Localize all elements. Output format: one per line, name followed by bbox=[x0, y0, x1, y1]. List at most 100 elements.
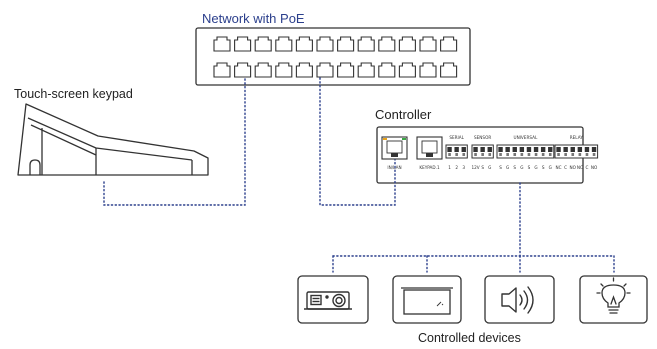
terminal-socket bbox=[585, 153, 589, 156]
terminal-socket bbox=[548, 153, 552, 156]
device-projector bbox=[297, 275, 369, 324]
terminal-screw bbox=[480, 147, 485, 152]
touch-screen-keypad-label: Touch-screen keypad bbox=[14, 87, 133, 101]
switch-ports bbox=[213, 36, 458, 78]
terminal-screw bbox=[498, 147, 503, 152]
switch-port bbox=[295, 62, 313, 78]
device-light-bulb bbox=[579, 275, 648, 324]
terminal-pin-label: NC bbox=[556, 165, 562, 170]
switch-port bbox=[316, 62, 334, 78]
keypad-port bbox=[416, 136, 443, 160]
switch-port bbox=[234, 62, 252, 78]
switch-port bbox=[357, 62, 375, 78]
terminal-screw bbox=[454, 147, 459, 152]
terminal-socket bbox=[481, 153, 484, 156]
controller-label: Controller bbox=[375, 107, 432, 122]
switch-port bbox=[254, 62, 272, 78]
terminal-socket bbox=[564, 153, 567, 156]
terminal-screw bbox=[533, 147, 539, 152]
speaker-icon bbox=[501, 286, 534, 314]
projection-screen-icon bbox=[401, 287, 453, 315]
terminal-screw bbox=[487, 147, 492, 152]
switch-port bbox=[357, 36, 375, 52]
terminal-screw bbox=[505, 147, 510, 152]
touch-screen-keypad bbox=[17, 103, 209, 176]
terminal-pin-label: 12V bbox=[471, 165, 479, 170]
switch-port bbox=[378, 36, 396, 52]
terminal-pin-label: S bbox=[513, 165, 516, 170]
terminal-socket bbox=[557, 153, 560, 156]
keypad-to-switch-line bbox=[103, 77, 246, 206]
in-lan-port bbox=[381, 136, 408, 160]
connection-lines bbox=[103, 77, 615, 273]
terminal-pin-label: S bbox=[499, 165, 502, 170]
switch-port bbox=[213, 62, 231, 78]
terminal-screw bbox=[591, 147, 597, 152]
network-switch bbox=[195, 27, 471, 86]
light-bulb-icon bbox=[596, 277, 631, 314]
terminal-screw bbox=[526, 147, 532, 152]
terminal-pin-label: NO bbox=[570, 165, 577, 170]
terminal-pin-label: S bbox=[528, 165, 531, 170]
switch-port bbox=[275, 62, 293, 78]
terminal-socket bbox=[520, 153, 524, 156]
terminal-socket bbox=[462, 153, 466, 156]
keypad-port-label: KEYPAD.1 bbox=[419, 165, 440, 170]
terminal-screw bbox=[570, 147, 575, 152]
terminal-screw bbox=[473, 147, 478, 152]
switch-to-controller-line bbox=[319, 77, 396, 206]
switch-port bbox=[213, 36, 231, 52]
terminal-socket bbox=[448, 153, 451, 156]
terminal-socket bbox=[571, 153, 575, 156]
terminal-socket bbox=[474, 153, 477, 156]
terminal-pin-label: G bbox=[520, 165, 523, 170]
terminal-socket bbox=[499, 153, 502, 156]
switch-port bbox=[316, 36, 334, 52]
terminal-group-title: SERIAL bbox=[449, 135, 464, 140]
terminal-pin-label: G bbox=[488, 165, 491, 170]
switch-port bbox=[398, 36, 416, 52]
switch-port bbox=[419, 62, 437, 78]
terminal-socket bbox=[541, 153, 545, 156]
terminal-pin-label: NO bbox=[591, 165, 598, 170]
terminal-socket bbox=[455, 153, 458, 156]
device-speaker bbox=[484, 275, 555, 324]
terminal-socket bbox=[506, 153, 509, 156]
terminal-socket bbox=[527, 153, 531, 156]
terminal-block bbox=[496, 144, 555, 159]
terminal-screw bbox=[519, 147, 525, 152]
terminal-pin-label: S bbox=[481, 165, 484, 170]
terminal-pin-label: G bbox=[549, 165, 552, 170]
switch-port bbox=[440, 36, 458, 52]
terminal-block bbox=[554, 144, 599, 159]
terminal-screw bbox=[577, 147, 583, 152]
terminal-socket bbox=[592, 153, 596, 156]
terminal-pin-label: C bbox=[585, 165, 588, 170]
controlled-devices-label: Controlled devices bbox=[418, 331, 521, 345]
switch-port bbox=[234, 36, 252, 52]
terminal-screw bbox=[556, 147, 561, 152]
terminal-screw bbox=[563, 147, 568, 152]
terminal-screw bbox=[540, 147, 546, 152]
terminal-socket bbox=[578, 153, 582, 156]
switch-port bbox=[337, 62, 355, 78]
terminal-pin-label: NC bbox=[577, 165, 583, 170]
network-switch-label: Network with PoE bbox=[202, 11, 305, 26]
terminal-group-title: UNIVERSAL bbox=[514, 135, 538, 140]
terminal-socket bbox=[534, 153, 538, 156]
terminal-screw bbox=[447, 147, 452, 152]
terminal-socket bbox=[488, 153, 492, 156]
terminal-group-title: SENSOR bbox=[474, 135, 491, 140]
terminal-screw bbox=[584, 147, 590, 152]
terminal-pin-label: 1 bbox=[448, 165, 451, 170]
switch-port bbox=[419, 36, 437, 52]
terminal-pin-label: 2 bbox=[455, 165, 458, 170]
switch-port bbox=[337, 36, 355, 52]
device-projection-screen bbox=[392, 275, 462, 324]
terminal-socket bbox=[513, 153, 517, 156]
terminal-group-title: RELAY bbox=[570, 135, 584, 140]
projector-icon bbox=[304, 291, 352, 310]
terminal-pin-label: C bbox=[564, 165, 567, 170]
